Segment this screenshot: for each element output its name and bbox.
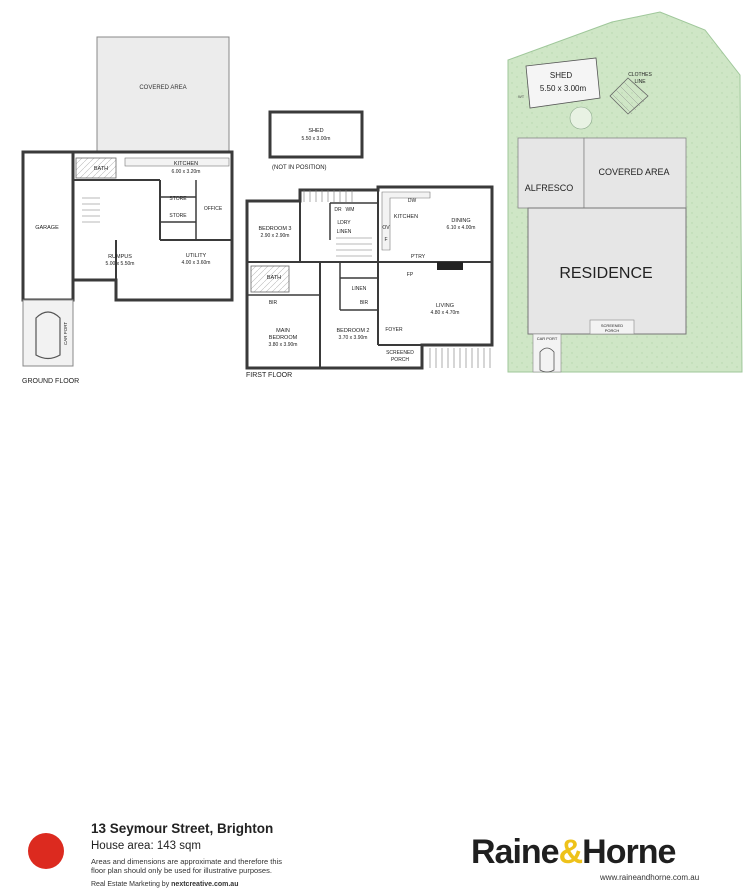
- site-car-icon: [539, 347, 555, 373]
- marketing-credit: Real Estate Marketing by nextcreative.co…: [91, 881, 238, 888]
- rumpus-dim: 5.00 x 5.50m: [106, 261, 135, 267]
- brand-left: Raine: [471, 833, 560, 871]
- floor-plan-drawing: COVERED AREA KITCHEN 6.00 x 3.20m BATH S…: [21, 11, 743, 385]
- not-in-position-label: (NOT IN POSITION): [272, 165, 327, 171]
- site-covered-area: [583, 137, 687, 209]
- linen2-label: LINEN: [352, 286, 367, 292]
- brand-logo: Raine&Horne: [471, 833, 676, 872]
- brand-amp: &: [558, 833, 584, 871]
- shed-standalone: SHED 5.50 x 3.00m (NOT IN POSITION): [268, 110, 364, 171]
- covered-area-top: [96, 36, 230, 156]
- dr-label: DR: [334, 207, 342, 213]
- dining-dim: 6.10 x 4.00m: [447, 225, 476, 231]
- car-port-ground: [22, 299, 74, 367]
- site-shed: [525, 57, 601, 109]
- office-label: OFFICE: [204, 206, 223, 212]
- disclaimer: Areas and dimensions are approximate and…: [91, 857, 282, 875]
- site-screened-label-2: PORCH: [605, 328, 620, 333]
- marketing-logo-icon: [28, 833, 64, 869]
- living-label: LIVING: [436, 303, 454, 309]
- marketing-prefix: Real Estate Marketing by: [91, 881, 172, 888]
- ldry-label: LDRY: [337, 220, 351, 226]
- site-tree: [569, 106, 593, 130]
- dw-label: DW: [408, 198, 417, 204]
- shed-label: SHED: [308, 128, 323, 134]
- utility-label: UTILITY: [186, 253, 207, 259]
- wm-label: WM: [346, 207, 355, 213]
- residence-label: RESIDENCE: [559, 265, 652, 282]
- marketing-url: nextcreative.com.au: [171, 881, 239, 888]
- rumpus-label: RUMPUS: [108, 254, 132, 260]
- bedroom3-dim: 2.90 x 2.90m: [261, 233, 290, 239]
- garage-label: GARAGE: [35, 225, 59, 231]
- bedroom2-label: BEDROOM 2: [336, 328, 369, 334]
- brand-url[interactable]: www.raineandhorne.com.au: [600, 873, 700, 882]
- site-car-port: [532, 333, 562, 373]
- main-bedroom-label-2: BEDROOM: [269, 335, 298, 341]
- kitchen1-label: KITCHEN: [394, 214, 418, 220]
- store2-label: STORE: [169, 213, 187, 219]
- ground-floor-plan: COVERED AREA KITCHEN 6.00 x 3.20m BATH S…: [21, 36, 234, 385]
- site-shed-label: SHED: [550, 71, 572, 80]
- covered-area-top-label: COVERED AREA: [139, 85, 186, 91]
- main-bedroom-label-1: MAIN: [276, 328, 290, 334]
- bath-ground-label: BATH: [94, 166, 108, 172]
- clothes-line-label-1: CLOTHES: [628, 72, 652, 78]
- store1-label: STORE: [169, 196, 187, 202]
- car-port-label: CAR PORT: [63, 322, 68, 345]
- kitchen-dim: 6.00 x 3.20m: [172, 169, 201, 175]
- first-floor-label: FIRST FLOOR: [246, 372, 292, 379]
- bedroom2-dim: 3.70 x 3.90m: [339, 335, 368, 341]
- main-bedroom-dim: 3.80 x 3.90m: [269, 342, 298, 348]
- house-area: House area: 143 sqm: [91, 840, 201, 852]
- pantry-label: P'TRY: [411, 254, 426, 260]
- screened-porch-label-2: PORCH: [391, 357, 409, 363]
- site-plan: SHED 5.50 x 3.00m WT CLOTHES LINE ALFRES…: [507, 11, 743, 373]
- bedroom3-label: BEDROOM 3: [258, 226, 291, 232]
- brand-right: Horne: [582, 833, 676, 871]
- site-screened-porch: [589, 319, 635, 335]
- bath-first-label: BATH: [267, 275, 281, 281]
- site-alfresco: [517, 137, 585, 209]
- utility-dim: 4.00 x 3.60m: [182, 260, 211, 266]
- site-car-port-label: CAR PORT: [537, 336, 558, 341]
- foyer-label: FOYER: [385, 327, 403, 333]
- site-screened-label-1: SCREENED: [601, 323, 623, 328]
- shed-dim: 5.50 x 3.00m: [302, 136, 331, 142]
- property-address: 13 Seymour Street, Brighton: [91, 821, 274, 836]
- wt-label: WT: [518, 94, 525, 99]
- living-dim: 4.80 x 4.70m: [431, 310, 460, 316]
- first-floor-plan: BEDROOM 3 2.90 x 2.90m DR WM LDRY LINEN …: [245, 185, 494, 379]
- clothes-line-label-2: LINE: [634, 79, 646, 85]
- ground-floor-label: GROUND FLOOR: [22, 378, 79, 385]
- car-icon: [35, 311, 61, 360]
- site-covered-area-label: COVERED AREA: [598, 167, 669, 177]
- f-label: F: [384, 237, 387, 243]
- screened-porch-label-1: SCREENED: [386, 350, 414, 356]
- listing-footer: 13 Seymour Street, Brighton House area: …: [0, 405, 750, 888]
- site-shed-dim: 5.50 x 3.00m: [540, 84, 587, 93]
- ov-label: OV: [382, 225, 390, 231]
- dining-label: DINING: [451, 218, 470, 224]
- bir1-label: BIR: [269, 300, 278, 306]
- kitchen-label: KITCHEN: [174, 161, 198, 167]
- fp-label: FP: [407, 272, 414, 278]
- bir2-label: BIR: [360, 300, 369, 306]
- linen1-label: LINEN: [337, 229, 352, 235]
- site-residence: [527, 207, 687, 335]
- alfresco-label: ALFRESCO: [525, 183, 574, 193]
